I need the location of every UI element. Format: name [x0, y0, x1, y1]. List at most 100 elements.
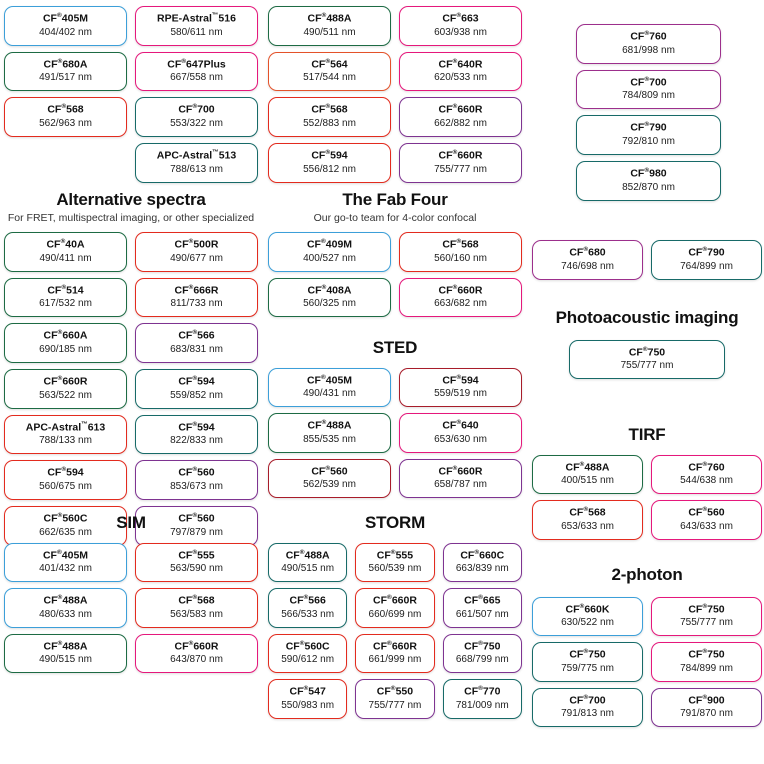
trademark-mark: ® [702, 460, 708, 468]
trademark-mark: ® [390, 548, 396, 556]
dye-wavelengths: 746/698 nm [561, 260, 614, 272]
dye-name: CF®547 [289, 685, 326, 698]
dye-wavelengths: 491/517 nm [39, 72, 92, 84]
dye-wavelengths: 560/325 nm [303, 298, 356, 310]
dye-wavelengths: 653/633 nm [561, 520, 614, 532]
dye-wavelengths: 681/998 nm [622, 44, 675, 56]
dye-wavelengths: 553/322 nm [170, 117, 223, 129]
trademark-mark: ® [579, 602, 585, 610]
dye-name: CF®568 [178, 594, 215, 607]
dye-wavelengths: 490/411 nm [39, 252, 92, 264]
trademark-mark: ® [192, 511, 198, 519]
trademark-mark: ® [644, 121, 650, 129]
dye-wavelengths: 663/839 nm [455, 563, 509, 575]
dye-name: CF®660R [438, 148, 483, 162]
dye-name: CF®566 [289, 594, 326, 607]
trademark-mark: ® [57, 511, 63, 519]
dye-wavelengths: 400/515 nm [561, 475, 614, 487]
dye-wavelengths: 566/533 nm [281, 608, 335, 620]
dye-wavelengths: 517/544 nm [303, 72, 356, 84]
dye-wavelengths: 617/532 nm [39, 298, 92, 310]
trademark-mark: ® [192, 375, 198, 383]
dye-name: CF®594 [47, 466, 84, 479]
dye-wavelengths: 404/402 nm [39, 26, 92, 38]
